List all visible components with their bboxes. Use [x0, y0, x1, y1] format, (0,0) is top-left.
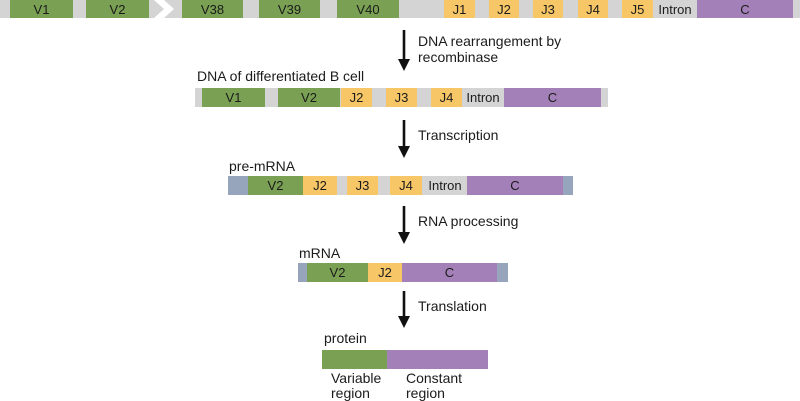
segment-v2: V2: [278, 88, 340, 107]
segment-v2: V2: [248, 176, 303, 195]
segment-c: C: [697, 0, 793, 18]
three-prime-tail: [497, 263, 508, 282]
variable-region-segment: [322, 350, 387, 369]
segment-intron: Intron: [658, 1, 692, 17]
segment-j2: J2: [303, 176, 337, 195]
segment-j2: J2: [368, 263, 402, 282]
segment-j3: J3: [386, 88, 417, 107]
process-label-transcription: Transcription: [418, 127, 499, 143]
segment-j3: J3: [533, 0, 563, 18]
segment-j1: J1: [444, 0, 475, 18]
segment-j4: J4: [431, 88, 462, 107]
down-arrow-icon: [398, 30, 410, 71]
segment-v38: V38: [182, 0, 243, 18]
bcell-dna-label: DNA of differentiated B cell: [197, 68, 365, 84]
segment-c: C: [402, 263, 497, 282]
down-arrow-icon: [398, 206, 410, 244]
process-label-rearrangement: DNA rearrangement by recombinase: [418, 33, 562, 65]
segment-j4: J4: [390, 176, 422, 195]
mrna-label: mRNA: [299, 245, 341, 261]
segment-v2: V2: [307, 263, 368, 282]
germline-dna-bar: V1 V2 V38 V39 V40 J1 J2 J3 J4 J5 Intron C: [0, 0, 800, 18]
segment-v2: V2: [86, 0, 149, 18]
segment-v1: V1: [202, 88, 265, 107]
variable-region-label: Variable region: [331, 370, 382, 401]
segment-c: C: [504, 88, 601, 107]
protein-label: protein: [324, 330, 367, 346]
five-prime-cap: [228, 176, 248, 195]
down-arrow-icon: [398, 291, 410, 328]
three-prime-tail: [563, 176, 573, 195]
segment-j5: J5: [622, 0, 653, 18]
segment-v1: V1: [10, 0, 73, 18]
segment-c: C: [467, 176, 563, 195]
strand-break-icon: [150, 0, 180, 18]
five-prime-cap: [298, 263, 307, 282]
pre-mrna-label: pre-mRNA: [229, 158, 296, 174]
segment-j2: J2: [341, 88, 372, 107]
segment-intron: Intron: [466, 90, 500, 105]
down-arrow-icon: [398, 120, 410, 158]
protein-bar: [322, 350, 488, 369]
segment-v40: V40: [337, 0, 399, 18]
segment-j3: J3: [347, 176, 378, 195]
process-label-translation: Translation: [418, 298, 487, 314]
segment-intron: Intron: [428, 178, 462, 193]
segment-v39: V39: [259, 0, 320, 18]
segment-j2: J2: [489, 0, 519, 18]
constant-region-segment: [387, 350, 488, 369]
segment-j4: J4: [578, 0, 608, 18]
constant-region-label: Constant region: [406, 370, 463, 401]
process-label-rna-processing: RNA processing: [418, 213, 519, 229]
